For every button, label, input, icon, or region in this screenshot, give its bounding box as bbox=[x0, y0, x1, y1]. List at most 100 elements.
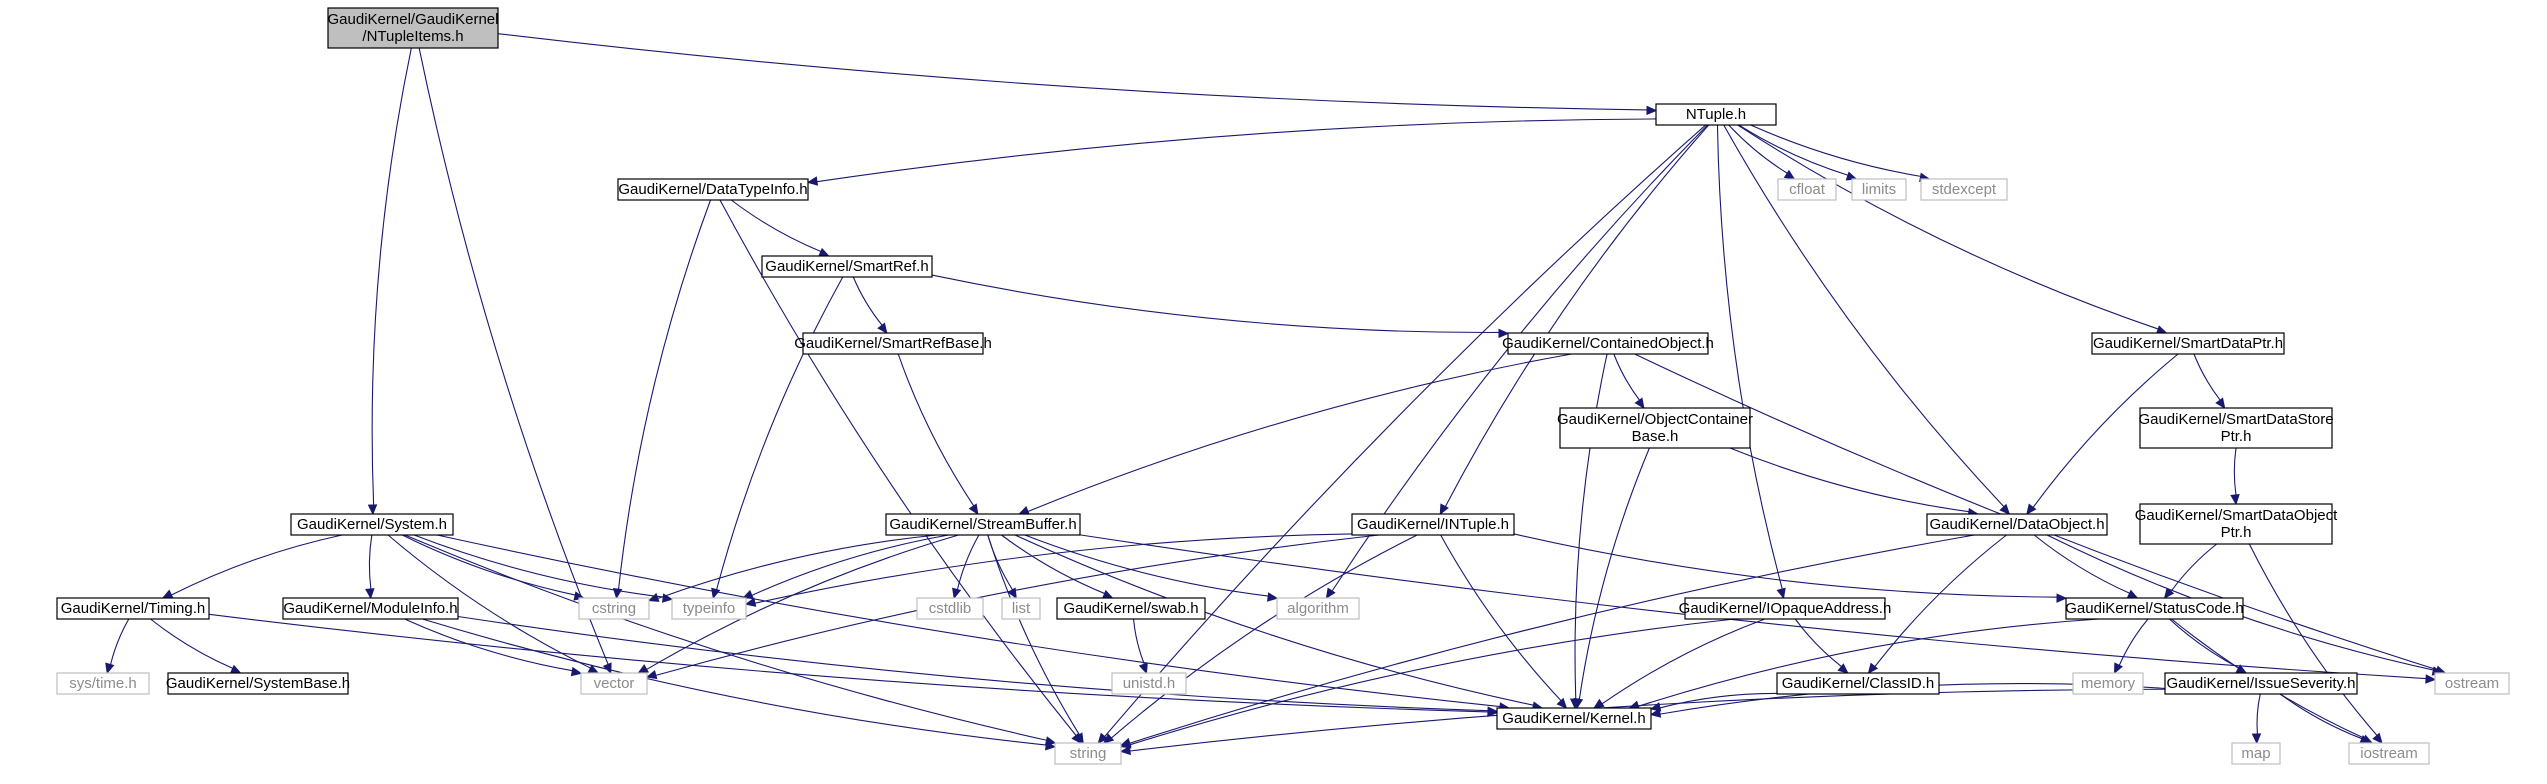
edge-arrowhead bbox=[2163, 587, 2175, 599]
edge-line bbox=[2170, 543, 2218, 592]
node-moduleinfo[interactable]: GaudiKernel/ModuleInfo.h bbox=[282, 597, 459, 620]
node-containedobject[interactable]: GaudiKernel/ContainedObject.h bbox=[1502, 332, 1714, 355]
node-intuple[interactable]: GaudiKernel/INTuple.h bbox=[1351, 513, 1515, 536]
edge-arrowhead bbox=[744, 597, 757, 607]
edge-line bbox=[404, 534, 1047, 741]
edge-issueseverity-to-map bbox=[2251, 693, 2262, 745]
edge-arrowhead bbox=[1498, 328, 1510, 339]
edge-line bbox=[413, 534, 664, 598]
edge-arrowhead bbox=[1045, 741, 1057, 751]
node-label: GaudiKernel/Kernel.h bbox=[1502, 710, 1645, 727]
edge-line bbox=[2256, 693, 2261, 735]
edge-arrowhead bbox=[1487, 706, 1499, 716]
edge-line bbox=[816, 118, 1657, 183]
edge-smartref-to-typeinfo bbox=[711, 276, 844, 600]
edge-line bbox=[422, 618, 1047, 746]
node-label: GaudiKernel/ContainedObject.h bbox=[1502, 335, 1714, 352]
edge-system-to-typeinfo bbox=[413, 534, 674, 603]
node-smartref[interactable]: GaudiKernel/SmartRef.h bbox=[761, 255, 933, 278]
node-iopaqueaddress[interactable]: GaudiKernel/IOpaqueAddress.h bbox=[1679, 597, 1892, 620]
edge-line bbox=[1024, 534, 1269, 597]
edge-arrowhead bbox=[1119, 745, 1131, 756]
node-ostream: ostream bbox=[2434, 672, 2510, 695]
edge-arrowhead bbox=[1556, 697, 1568, 709]
edge-intuple-to-vector bbox=[645, 534, 1379, 680]
edge-line bbox=[1874, 534, 2007, 667]
edge-line bbox=[418, 47, 609, 665]
node-issueseverity[interactable]: GaudiKernel/IssueSeverity.h bbox=[2164, 672, 2358, 695]
edge-arrowhead bbox=[2372, 732, 2383, 744]
edge-streambuffer-to-cstring bbox=[647, 534, 937, 602]
edge-line bbox=[2248, 543, 2378, 736]
node-label: memory bbox=[2081, 675, 2136, 692]
node-map: map bbox=[2231, 742, 2281, 765]
node-datatypeinfo[interactable]: GaudiKernel/DataTypeInfo.h bbox=[617, 178, 809, 201]
node-box bbox=[1111, 672, 1187, 695]
edge-line bbox=[1737, 124, 2159, 330]
node-system[interactable]: GaudiKernel/System.h bbox=[290, 513, 454, 536]
edge-line bbox=[618, 199, 712, 590]
edge-containedobject-to-objectcontainerbase bbox=[1613, 353, 1645, 410]
edge-root-to-system bbox=[367, 47, 412, 516]
node-box bbox=[1351, 513, 1515, 536]
edge-arrowhead bbox=[1102, 733, 1115, 744]
edge-smartdatastoreptr-to-smartdataobjectptr bbox=[2230, 447, 2240, 506]
edge-swab-to-unistd bbox=[1132, 618, 1148, 675]
edge-line bbox=[897, 353, 975, 507]
edge-line bbox=[1129, 534, 1975, 744]
edge-arrowhead bbox=[1649, 708, 1662, 718]
node-label: GaudiKernel/StreamBuffer.h bbox=[889, 516, 1076, 533]
node-statuscode[interactable]: GaudiKernel/StatusCode.h bbox=[2065, 597, 2244, 620]
edge-arrowhead bbox=[952, 587, 962, 600]
node-ntuple[interactable]: NTuple.h bbox=[1655, 103, 1777, 126]
node-box bbox=[1851, 178, 1907, 201]
edge-line bbox=[150, 618, 234, 669]
edge-arrowhead bbox=[1573, 697, 1584, 710]
node-label: unistd.h bbox=[1123, 675, 1176, 692]
edge-arrowhead bbox=[229, 664, 242, 674]
edge-streambuffer-to-list bbox=[987, 534, 1017, 600]
edge-arrowhead bbox=[1634, 397, 1645, 410]
node-box bbox=[1054, 742, 1122, 765]
edge-line bbox=[1129, 618, 1735, 746]
edge-ntuple-to-limits bbox=[1738, 124, 1858, 181]
node-kernel[interactable]: GaudiKernel/Kernel.h bbox=[1496, 707, 1652, 730]
edge-issueseverity-to-string bbox=[1119, 688, 2166, 756]
edge-arrowhead bbox=[2215, 397, 2226, 410]
edge-intuple-to-typeinfo bbox=[744, 533, 1353, 607]
edge-line bbox=[2033, 534, 2130, 594]
node-classid[interactable]: GaudiKernel/ClassID.h bbox=[1776, 672, 1940, 695]
edge-iopaqueaddress-to-classid bbox=[1794, 618, 1849, 674]
node-label: GaudiKernel/DataTypeInfo.h bbox=[618, 181, 807, 198]
edge-line bbox=[719, 199, 1077, 736]
node-swab[interactable]: GaudiKernel/swab.h bbox=[1056, 597, 1206, 620]
edge-timing-to-systime bbox=[105, 618, 130, 675]
edge-line bbox=[956, 534, 980, 590]
node-root[interactable]: GaudiKernel/GaudiKernel/NTupleItems.h bbox=[327, 7, 499, 49]
edge-line bbox=[1601, 618, 1766, 705]
edge-system-to-moduleinfo bbox=[365, 534, 375, 600]
node-label: NTuple.h bbox=[1686, 106, 1746, 123]
node-label: GaudiKernel/SmartDataObject bbox=[2135, 507, 2338, 524]
node-smartrefbase[interactable]: GaudiKernel/SmartRefBase.h bbox=[794, 332, 992, 355]
node-list: list bbox=[1001, 597, 1041, 620]
node-box bbox=[916, 597, 984, 620]
edge-line bbox=[1513, 533, 2058, 598]
node-dataobject[interactable]: GaudiKernel/DataObject.h bbox=[1926, 513, 2108, 536]
node-label: vector bbox=[594, 675, 635, 692]
node-timing[interactable]: GaudiKernel/Timing.h bbox=[56, 597, 210, 620]
node-streambuffer[interactable]: GaudiKernel/StreamBuffer.h bbox=[885, 513, 1081, 536]
node-smartdataptr[interactable]: GaudiKernel/SmartDataPtr.h bbox=[2091, 332, 2285, 355]
node-box bbox=[885, 513, 1081, 536]
edge-line bbox=[1132, 618, 1145, 665]
node-label: GaudiKernel/StatusCode.h bbox=[2065, 600, 2243, 617]
edge-timing-to-systembase bbox=[150, 618, 242, 674]
edge-arrowhead bbox=[1593, 698, 1605, 709]
edge-arrowhead bbox=[105, 662, 115, 675]
edge-arrowhead bbox=[365, 588, 375, 600]
node-systembase[interactable]: GaudiKernel/SystemBase.h bbox=[166, 672, 350, 695]
